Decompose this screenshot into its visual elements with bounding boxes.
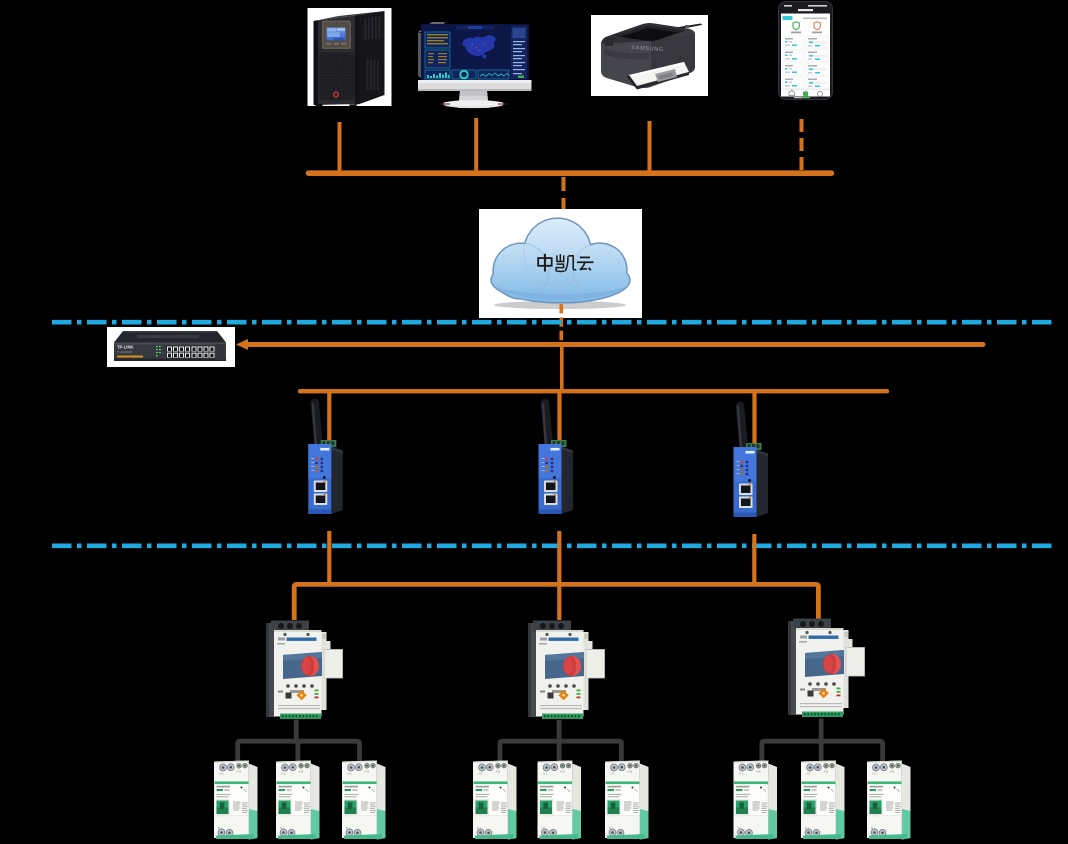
- svg-text:TP-LINK: TP-LINK: [139, 334, 161, 339]
- svg-text:TL-SF1016D: TL-SF1016D: [117, 350, 132, 354]
- svg-text:TP-LINK: TP-LINK: [117, 345, 134, 350]
- svg-text:SAMSUNG: SAMSUNG: [631, 45, 664, 53]
